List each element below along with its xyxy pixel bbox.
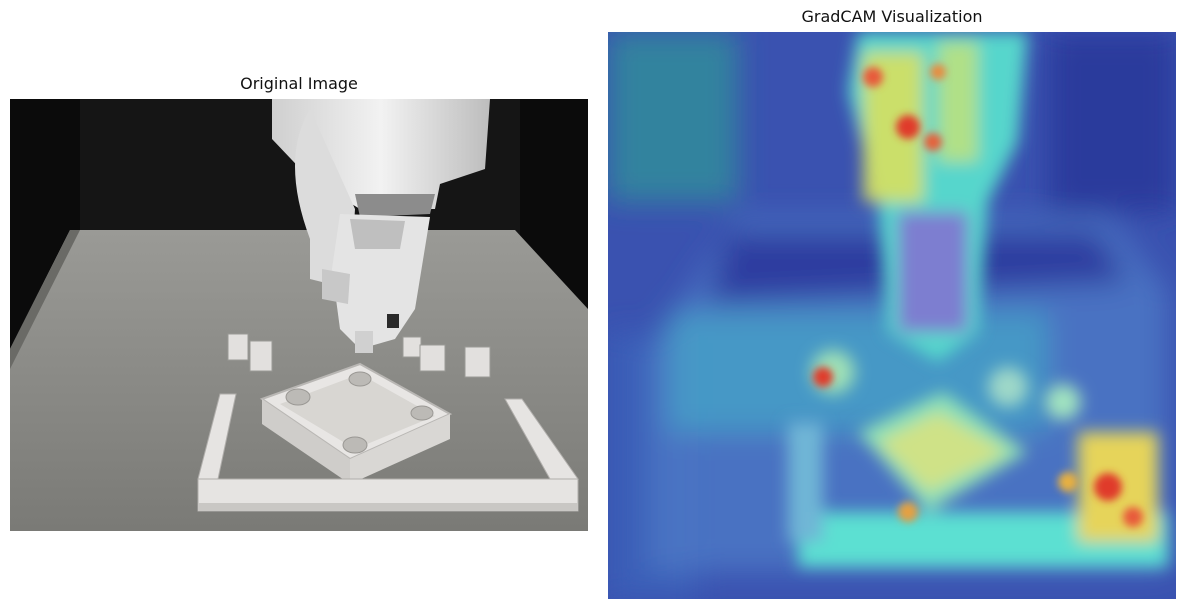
original-image xyxy=(10,99,588,531)
gradcam-image xyxy=(608,32,1176,599)
gradcam-title: GradCAM Visualization xyxy=(801,7,983,26)
original-image-title: Original Image xyxy=(240,74,358,93)
